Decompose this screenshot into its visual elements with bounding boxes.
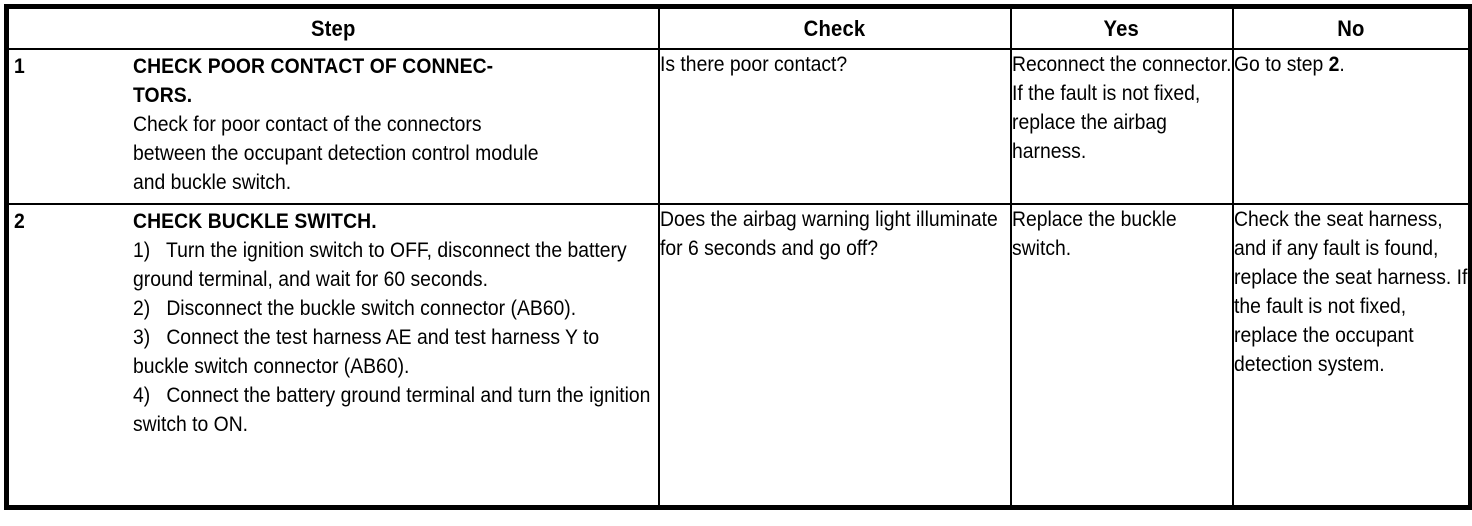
diagnostic-procedure-table: Step Check Yes No 1 CHECK POOR CONTACT O… bbox=[4, 4, 1472, 510]
header-row: Step Check Yes No bbox=[5, 5, 1472, 50]
no-cell-2: Check the seat harness, and if any fault… bbox=[1231, 203, 1472, 509]
step-cell-1: 1 CHECK POOR CONTACT OF CONNEC- TORS. Ch… bbox=[5, 48, 660, 205]
column-header-step: Step bbox=[5, 5, 660, 50]
yes-cell-2: Replace the buckle switch. bbox=[1009, 203, 1234, 509]
check-text-1: Is there poor contact? bbox=[659, 52, 847, 76]
yes-text-1: Reconnect the connector. If the fault is… bbox=[1011, 52, 1231, 163]
no-text-1-step-ref: 2 bbox=[1328, 52, 1339, 76]
check-text-2: Does the airbag warning light illuminate… bbox=[659, 207, 998, 260]
step-cell-2: 2 CHECK BUCKLE SWITCH. 1) Turn the ignit… bbox=[5, 203, 660, 509]
check-cell-2: Does the airbag warning light illuminate… bbox=[657, 203, 1012, 509]
table-row: 2 CHECK BUCKLE SWITCH. 1) Turn the ignit… bbox=[5, 203, 1472, 509]
step-body-1: CHECK POOR CONTACT OF CONNEC- TORS. Chec… bbox=[133, 50, 658, 203]
column-header-step-label: Step bbox=[310, 16, 356, 41]
table-body: 1 CHECK POOR CONTACT OF CONNEC- TORS. Ch… bbox=[5, 48, 1472, 509]
column-header-check: Check bbox=[657, 5, 1012, 50]
column-header-no: No bbox=[1231, 5, 1472, 50]
no-text-2: Check the seat harness, and if any fault… bbox=[1233, 207, 1467, 376]
no-text-1: Go to step 2. bbox=[1234, 50, 1468, 79]
table-header: Step Check Yes No bbox=[5, 5, 1472, 50]
step-title-2: CHECK BUCKLE SWITCH. bbox=[133, 209, 377, 233]
step-title-1: CHECK POOR CONTACT OF CONNEC- TORS. bbox=[133, 54, 494, 107]
no-text-1-prefix: Go to step bbox=[1233, 52, 1329, 76]
column-header-yes-label: Yes bbox=[1103, 16, 1140, 41]
column-header-no-label: No bbox=[1337, 16, 1365, 41]
step-detail-2: 1) Turn the ignition switch to OFF, disc… bbox=[133, 238, 651, 436]
column-header-yes: Yes bbox=[1009, 5, 1234, 50]
column-header-check-label: Check bbox=[803, 16, 866, 41]
no-cell-1: Go to step 2. bbox=[1231, 48, 1472, 205]
step-detail-1: Check for poor contact of the connectors… bbox=[133, 112, 539, 194]
step-body-2: CHECK BUCKLE SWITCH. 1) Turn the ignitio… bbox=[133, 205, 658, 445]
no-text-1-suffix: . bbox=[1338, 52, 1345, 76]
step-number-1: 1 bbox=[14, 54, 25, 78]
step-number-2: 2 bbox=[14, 209, 25, 233]
check-cell-1: Is there poor contact? bbox=[657, 48, 1012, 205]
yes-cell-1: Reconnect the connector. If the fault is… bbox=[1009, 48, 1234, 205]
yes-text-2: Replace the buckle switch. bbox=[1011, 207, 1177, 260]
table-row: 1 CHECK POOR CONTACT OF CONNEC- TORS. Ch… bbox=[5, 48, 1472, 205]
